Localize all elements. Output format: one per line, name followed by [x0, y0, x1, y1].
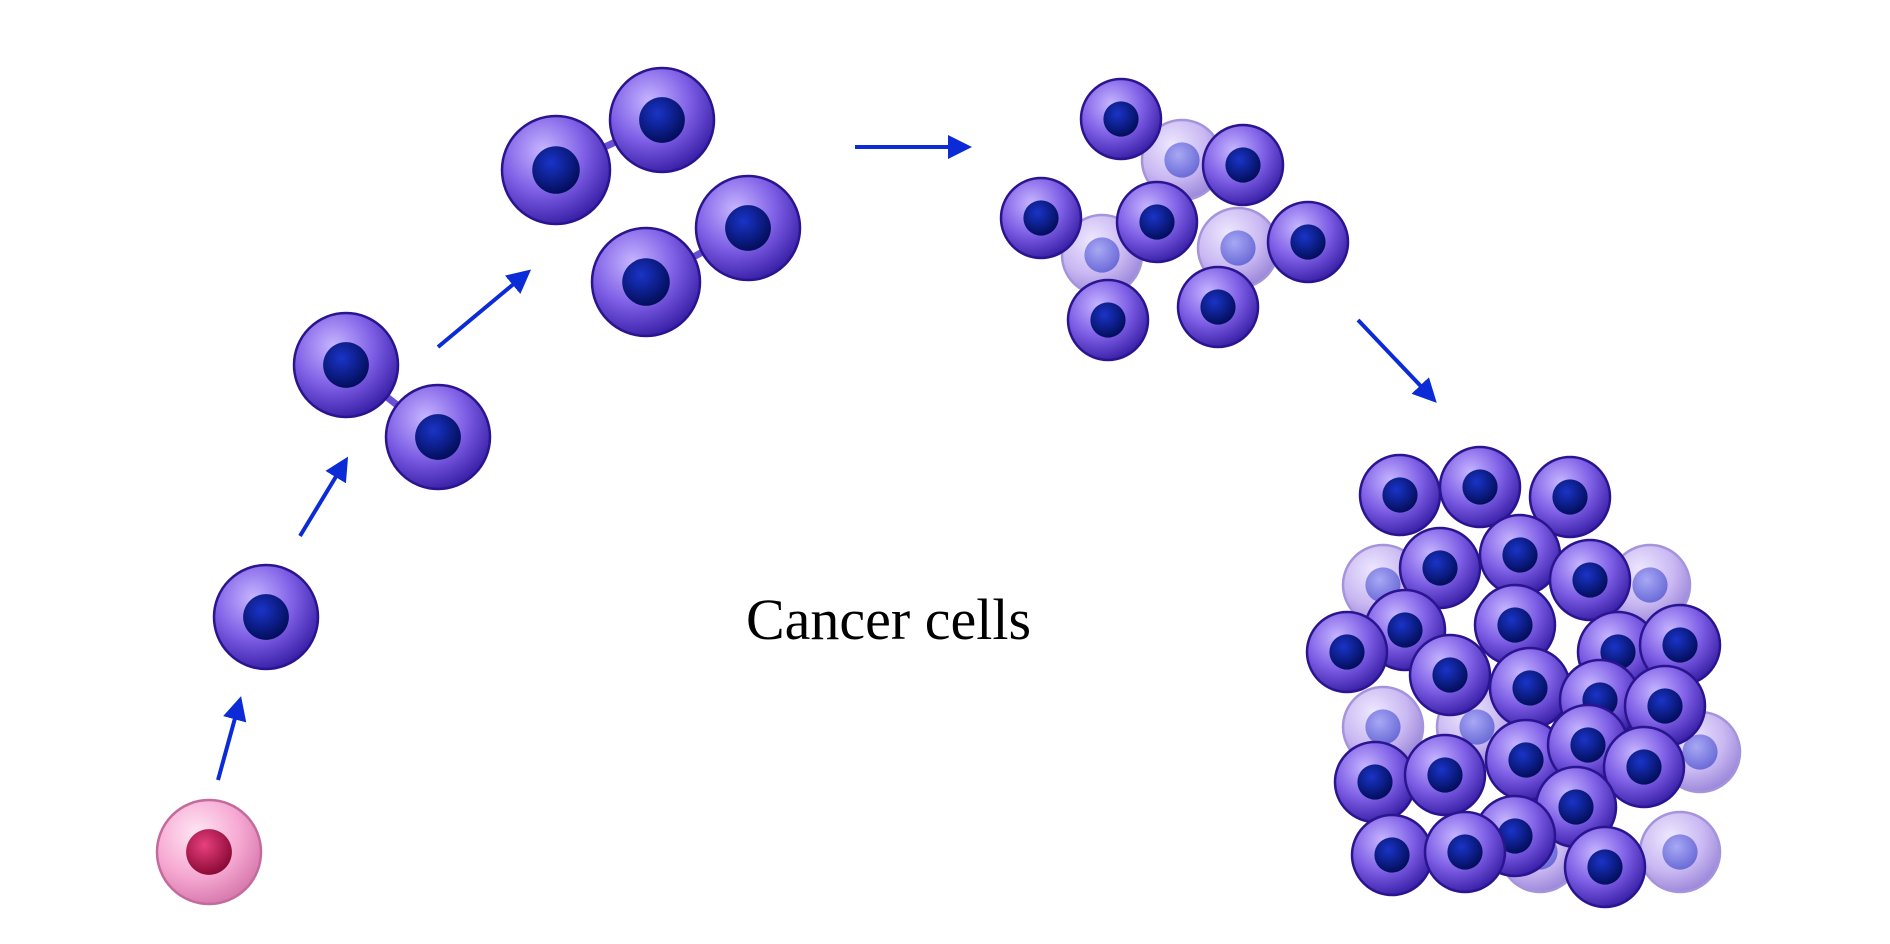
stage-two-cells [292, 311, 492, 491]
cell-nucleus [1558, 789, 1594, 825]
cell-nucleus [1662, 627, 1698, 663]
cancer-cell [1488, 646, 1572, 730]
cell-nucleus [622, 258, 670, 306]
cell-nucleus [1447, 834, 1483, 870]
cell-nucleus [1164, 142, 1200, 178]
cell-nucleus [243, 594, 289, 640]
cancer-cell [1563, 825, 1647, 909]
cell-nucleus [1497, 607, 1533, 643]
cell-nucleus [1382, 477, 1418, 513]
cell-nucleus [1225, 147, 1261, 183]
cancer-cell [1333, 740, 1417, 824]
cell-nucleus [1329, 634, 1365, 670]
cancer-cell [1398, 526, 1482, 610]
cells-layer [155, 66, 1742, 909]
cell-nucleus [639, 97, 685, 143]
stage-normal-cell [155, 798, 263, 906]
cancer-cell [694, 174, 802, 282]
arrow-2 [298, 456, 349, 538]
cancer-cell [292, 311, 400, 419]
cancer-cell [1638, 603, 1722, 687]
cell-nucleus [1552, 479, 1588, 515]
cancer-cell [999, 176, 1083, 260]
cancer-cell [1423, 810, 1507, 894]
cancer-cell [1176, 265, 1260, 349]
cell-nucleus [1512, 670, 1548, 706]
cancer-cell [1305, 610, 1389, 694]
arrow-3 [436, 269, 532, 349]
cell-nucleus [1662, 834, 1698, 870]
cancer-cell [500, 114, 612, 226]
cancer-cell [1408, 633, 1492, 717]
cell-nucleus [1084, 237, 1120, 273]
cancer-cell [1478, 513, 1562, 597]
cell-nucleus [1508, 742, 1544, 778]
cell-nucleus [186, 829, 232, 875]
arrow-1 [216, 696, 247, 781]
progression-arrows [216, 135, 1437, 781]
caption-label: Cancer cells [746, 587, 1032, 652]
cell-nucleus [1200, 289, 1236, 325]
cancer-cell [1548, 538, 1632, 622]
cancer-cell [590, 226, 702, 338]
cell-nucleus [1647, 688, 1683, 724]
cell-nucleus [1365, 709, 1401, 745]
cell-nucleus [1103, 101, 1139, 137]
normal-cell [155, 798, 263, 906]
cell-nucleus [1427, 757, 1463, 793]
cell-nucleus [1587, 849, 1623, 885]
cancer-cell [1066, 278, 1150, 362]
stage-four-cells [500, 66, 802, 338]
cell-nucleus [1357, 764, 1393, 800]
cell-nucleus [1632, 567, 1668, 603]
cell-nucleus [1090, 302, 1126, 338]
cancer-cell [212, 563, 320, 671]
cell-nucleus [1570, 727, 1606, 763]
stage-tumor-mass [1305, 445, 1742, 909]
cell-nucleus [1374, 837, 1410, 873]
cancer-cell [1358, 453, 1442, 537]
cell-nucleus [1572, 562, 1608, 598]
cancer-cell [1201, 123, 1285, 207]
cancer-cell [1266, 200, 1350, 284]
cell-nucleus [415, 414, 461, 460]
cancer-cell [1115, 180, 1199, 264]
arrow-5 [1356, 318, 1437, 403]
cancer-cell [1602, 725, 1686, 809]
cell-nucleus [1626, 749, 1662, 785]
cancer-cell [1403, 733, 1487, 817]
cell-nucleus [1387, 612, 1423, 648]
cell-nucleus [532, 146, 580, 194]
stage-single-cancer-cell [212, 563, 320, 671]
faded-cell [1638, 810, 1722, 894]
cancer-cell [1079, 77, 1163, 161]
cancer-cell [608, 66, 716, 174]
cell-nucleus [725, 205, 771, 251]
cell-nucleus [1290, 224, 1326, 260]
stage-cell-cluster [999, 77, 1350, 362]
cell-nucleus [1220, 230, 1256, 266]
cell-nucleus [1023, 200, 1059, 236]
cell-nucleus [1497, 818, 1533, 854]
cell-nucleus [1682, 734, 1718, 770]
cell-nucleus [1139, 204, 1175, 240]
cancer-cell [1350, 813, 1434, 897]
cell-nucleus [1502, 537, 1538, 573]
cancer-cell [1528, 455, 1612, 539]
cell-nucleus [1459, 709, 1495, 745]
cancer-cell [1438, 445, 1522, 529]
cancer-cell [384, 383, 492, 491]
cell-nucleus [1422, 550, 1458, 586]
cell-nucleus [1432, 657, 1468, 693]
cell-nucleus [1462, 469, 1498, 505]
cell-nucleus [323, 342, 369, 388]
